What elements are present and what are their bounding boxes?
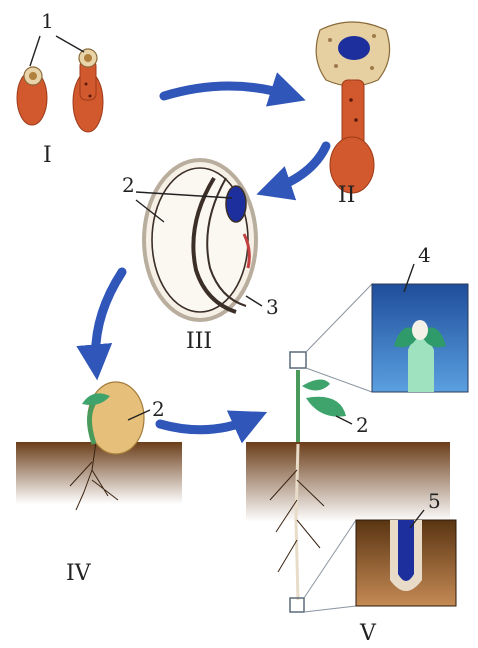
callout-2-seed: 2 <box>122 173 135 197</box>
callout-5: 5 <box>428 489 441 513</box>
stage-label-v: V <box>359 621 377 646</box>
zoom-line-5a <box>304 520 356 598</box>
callout-2-seedling: 2 <box>152 397 165 421</box>
stage-label-iii: III <box>186 329 212 354</box>
leader-1b <box>56 36 84 52</box>
stage-label-ii: II <box>338 183 355 208</box>
callout-3: 3 <box>266 295 279 319</box>
callout-2-plant: 2 <box>356 413 369 437</box>
arrow-iv-to-v <box>160 418 254 430</box>
zoom-line-5b <box>304 606 356 612</box>
apex-marker <box>290 352 306 368</box>
callout-4: 4 <box>418 243 431 267</box>
arrow-iii-to-iv <box>96 272 122 366</box>
stage-label-iv: IV <box>66 561 92 586</box>
leader-1a <box>30 36 40 66</box>
leader-3 <box>246 296 262 306</box>
inset-root-tip <box>356 520 456 606</box>
callout-1: 1 <box>41 9 54 33</box>
zoom-line-4a <box>306 284 372 352</box>
root-tip-marker <box>290 598 304 612</box>
stage-label-i: I <box>43 143 52 168</box>
stage-i-embryos <box>17 49 103 132</box>
inset-shoot-apex <box>372 284 468 392</box>
arrow-ii-to-iii <box>270 146 326 190</box>
stage-ii-embryo <box>316 22 389 193</box>
leader-2-plant <box>336 416 352 424</box>
stage-iii-seed <box>144 160 256 320</box>
arrow-i-to-ii <box>164 86 292 96</box>
